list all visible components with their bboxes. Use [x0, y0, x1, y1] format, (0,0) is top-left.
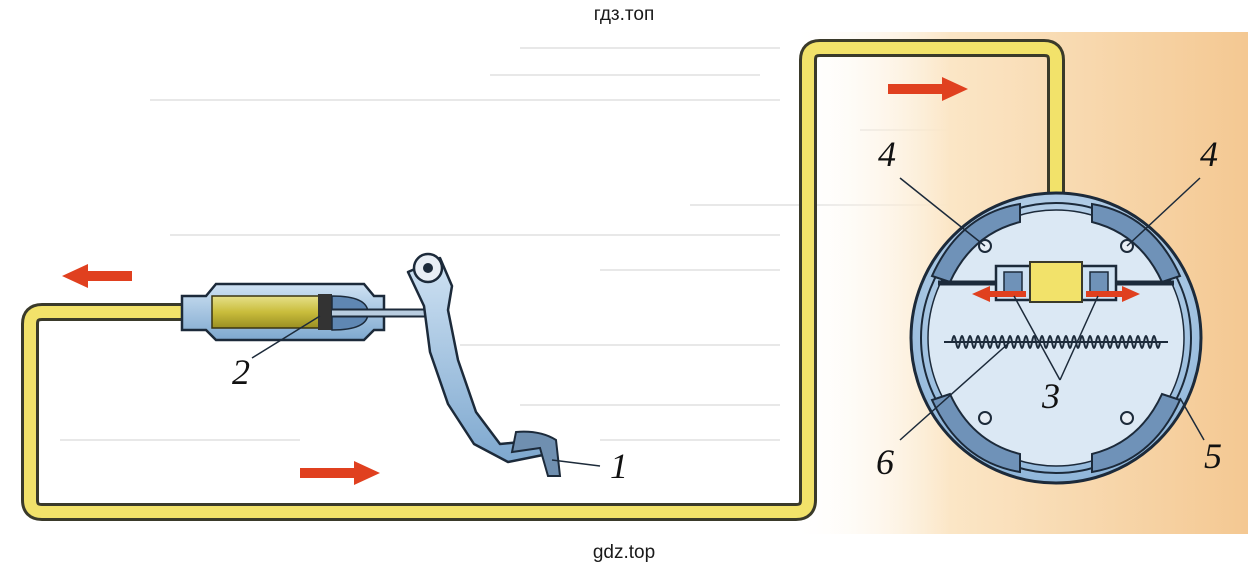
flow-arrow-bottom [300, 461, 380, 485]
label-pedal: 1 [610, 446, 628, 486]
label-spring: 6 [876, 442, 894, 482]
label-master-cylinder-piston: 2 [232, 352, 250, 392]
label-drum: 5 [1204, 436, 1222, 476]
brake-shoe-left [930, 202, 1021, 474]
flow-arrow-left [62, 264, 132, 288]
brake-pedal [406, 252, 562, 477]
label-wheel-pistons: 3 [1041, 376, 1060, 416]
force-arrow-left [972, 286, 1026, 302]
watermark-top: гдз.топ [593, 4, 655, 25]
watermark-bottom: gdz.top [592, 542, 656, 563]
label-brake-shoes-left: 4 [878, 134, 896, 174]
flow-arrow-top [888, 77, 968, 101]
hydraulic-line [21, 39, 1065, 521]
brake-shoe-right [1091, 202, 1182, 474]
return-spring [944, 335, 1168, 349]
master-cylinder-piston [318, 294, 332, 330]
label-brake-shoes-right: 4 [1200, 134, 1218, 174]
brake-drum [909, 191, 1203, 485]
master-cylinder [180, 282, 386, 342]
leader-lines [251, 177, 1205, 467]
force-arrow-right [1086, 286, 1140, 302]
pedal-pad [510, 430, 562, 477]
